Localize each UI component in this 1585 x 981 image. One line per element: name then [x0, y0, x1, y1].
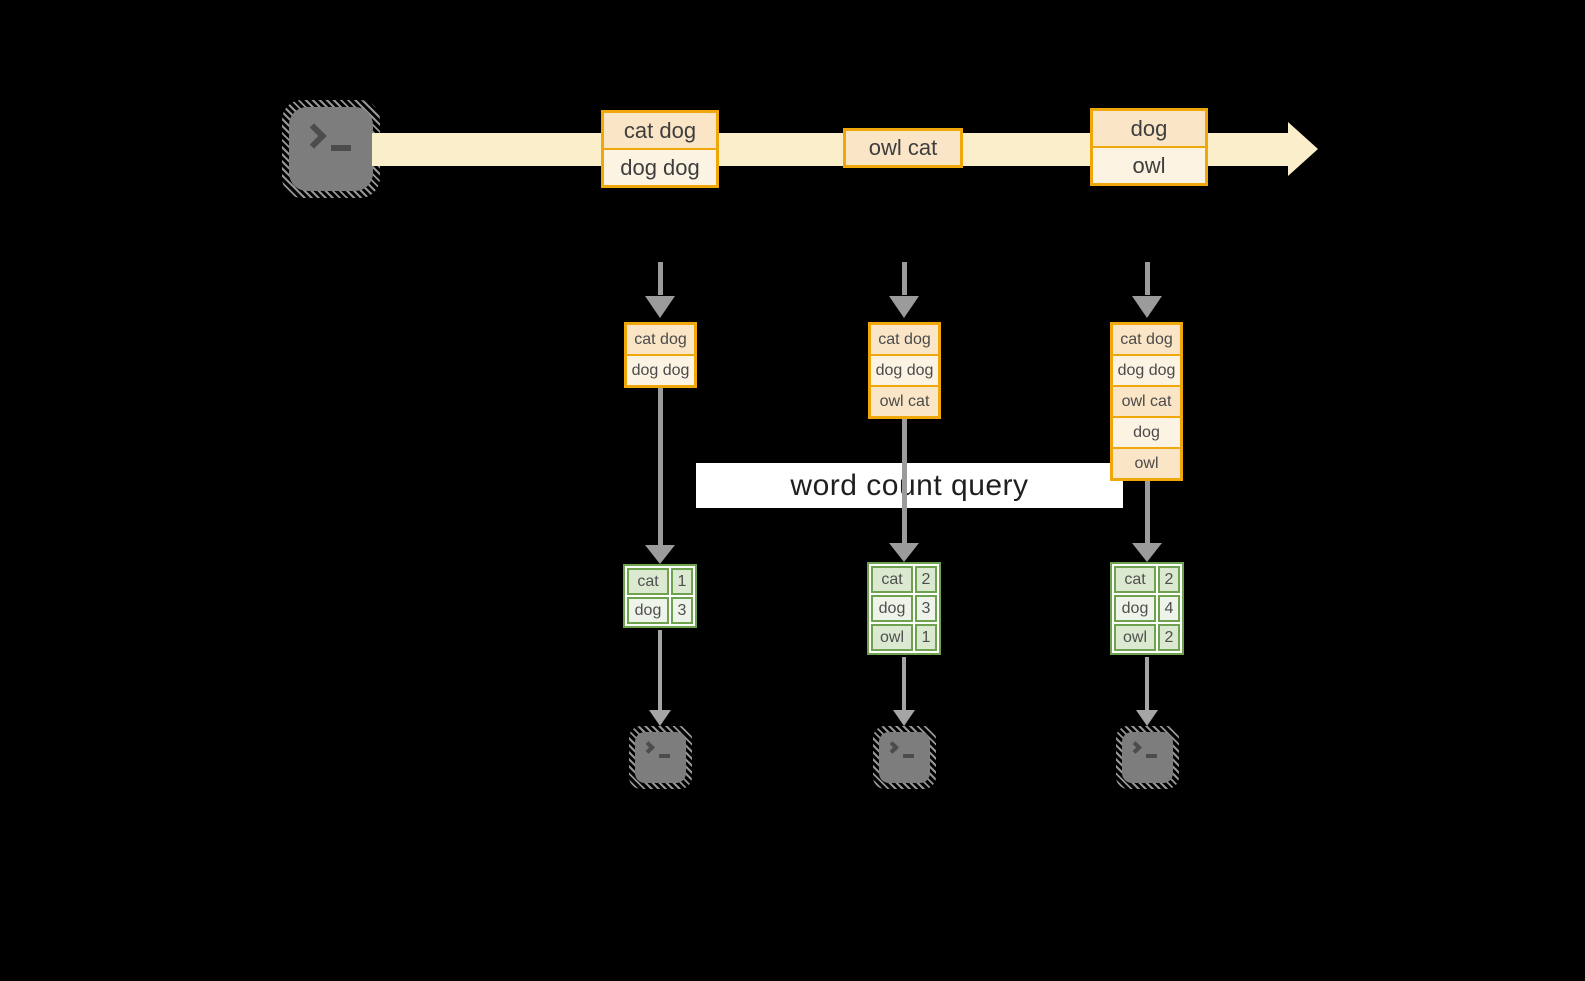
dashed-arrowhead-icon — [645, 296, 675, 318]
count-word: dog — [871, 595, 913, 622]
record-buffer-1: cat dog dog dog — [624, 322, 697, 388]
buffer-record: owl cat — [871, 387, 938, 416]
prompt-underscore-icon — [331, 145, 351, 151]
query-arrowhead-icon — [645, 545, 675, 564]
count-value: 3 — [915, 595, 937, 622]
dashed-arrowhead-icon — [889, 296, 919, 318]
buffer-record: cat dog — [1113, 325, 1180, 354]
count-table-1: cat 1 dog 3 — [623, 564, 697, 628]
output-terminal-icon — [629, 726, 692, 789]
dashed-arrowhead-icon — [1132, 296, 1162, 318]
buffer-record: dog dog — [871, 356, 938, 385]
stream-arrowhead-icon — [1288, 122, 1318, 176]
count-value: 2 — [1158, 624, 1180, 651]
query-banner-label: word count query — [696, 463, 1123, 508]
terminal-body — [1122, 732, 1173, 783]
buffer-record: owl cat — [1113, 387, 1180, 416]
stream-event-box-1: cat dog dog dog — [601, 110, 719, 188]
event-line: owl cat — [846, 131, 960, 165]
record-buffer-2: cat dog dog dog owl cat — [868, 322, 941, 419]
output-arrowhead-icon — [649, 710, 671, 726]
prompt-underscore-icon — [1146, 754, 1157, 758]
dashed-arrow-stem — [1145, 262, 1150, 295]
terminal-body — [635, 732, 686, 783]
prompt-chevron-icon — [886, 741, 899, 754]
count-value: 3 — [671, 597, 693, 624]
count-table-3: cat 2 dog 4 owl 2 — [1110, 562, 1184, 655]
event-line: dog — [1093, 111, 1205, 146]
count-value: 4 — [1158, 595, 1180, 622]
stream-event-box-2: owl cat — [843, 128, 963, 168]
count-word: dog — [1114, 595, 1156, 622]
prompt-underscore-icon — [659, 754, 670, 758]
count-word: cat — [1114, 566, 1156, 593]
source-terminal-icon — [282, 100, 380, 198]
dashed-arrow-stem — [902, 262, 907, 295]
buffer-record: dog dog — [1113, 356, 1180, 385]
count-value: 2 — [1158, 566, 1180, 593]
query-arrow-stem — [658, 388, 663, 545]
buffer-record: dog — [1113, 418, 1180, 447]
output-arrow-stem — [902, 657, 906, 710]
event-line: dog dog — [604, 150, 716, 185]
count-table-2: cat 2 dog 3 owl 1 — [867, 562, 941, 655]
prompt-chevron-icon — [1129, 741, 1142, 754]
count-word: owl — [871, 624, 913, 651]
record-buffer-3: cat dog dog dog owl cat dog owl — [1110, 322, 1183, 481]
prompt-chevron-icon — [642, 741, 655, 754]
query-arrow-stem — [1145, 481, 1150, 543]
output-terminal-icon — [1116, 726, 1179, 789]
event-line: owl — [1093, 148, 1205, 183]
count-value: 1 — [915, 624, 937, 651]
prompt-underscore-icon — [903, 754, 914, 758]
count-value: 2 — [915, 566, 937, 593]
output-arrow-stem — [658, 630, 662, 710]
count-word: owl — [1114, 624, 1156, 651]
buffer-record: dog dog — [627, 356, 694, 385]
count-word: cat — [627, 568, 669, 595]
count-word: dog — [627, 597, 669, 624]
query-arrowhead-icon — [1132, 543, 1162, 562]
count-value: 1 — [671, 568, 693, 595]
event-line: cat dog — [604, 113, 716, 148]
terminal-body — [879, 732, 930, 783]
output-arrow-stem — [1145, 657, 1149, 710]
output-terminal-icon — [873, 726, 936, 789]
prompt-chevron-icon — [301, 123, 327, 149]
query-arrow-stem — [902, 419, 907, 543]
stream-event-box-3: dog owl — [1090, 108, 1208, 186]
output-arrowhead-icon — [1136, 710, 1158, 726]
count-word: cat — [871, 566, 913, 593]
dashed-arrow-stem — [658, 262, 663, 295]
buffer-record: owl — [1113, 449, 1180, 478]
buffer-record: cat dog — [627, 325, 694, 354]
output-arrowhead-icon — [893, 710, 915, 726]
terminal-body — [289, 107, 373, 191]
buffer-record: cat dog — [871, 325, 938, 354]
query-arrowhead-icon — [889, 543, 919, 562]
